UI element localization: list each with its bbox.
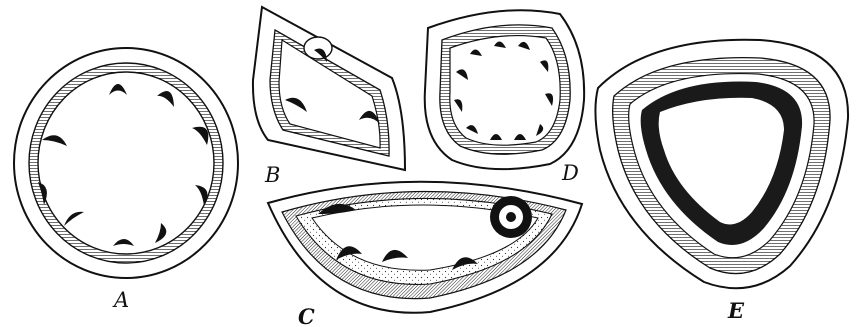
section-b — [253, 7, 405, 170]
label-e: E — [727, 298, 745, 323]
section-c — [268, 182, 582, 313]
label-a: A — [112, 288, 129, 312]
label-c: C — [298, 304, 315, 327]
label-b: B — [264, 163, 280, 187]
section-a — [14, 48, 238, 278]
section-d — [425, 10, 584, 169]
section-e — [595, 40, 848, 289]
label-d: D — [561, 161, 579, 185]
